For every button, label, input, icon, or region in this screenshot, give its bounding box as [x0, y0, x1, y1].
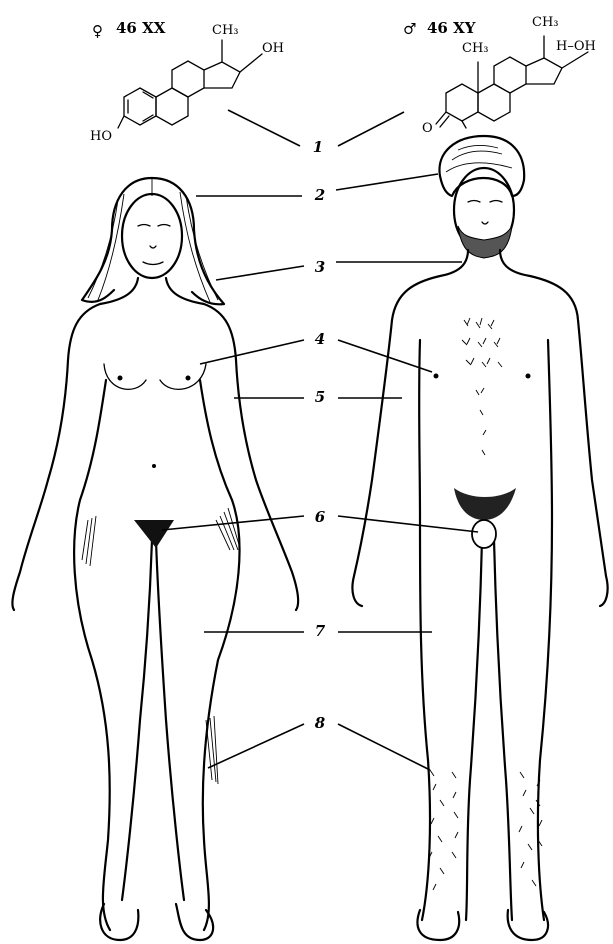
- female-figure: [12, 178, 298, 940]
- estradiol-structure: [118, 40, 262, 128]
- callout-1: 1: [228, 110, 404, 156]
- estradiol-methyl-label: CH₃: [212, 23, 239, 38]
- testosterone-hydroxyl-label: H–OH: [556, 39, 596, 54]
- callout-2: 2: [196, 174, 438, 204]
- female-body-outline: [12, 278, 298, 930]
- callout-1-number: 1: [313, 138, 323, 156]
- testosterone-methyl-top-label: CH₃: [532, 15, 559, 30]
- male-leg-hair: [429, 770, 542, 890]
- female-header: ♀ 46 XX: [92, 19, 166, 40]
- male-chest-hair: [462, 318, 502, 455]
- male-hair: [439, 136, 524, 196]
- callout-2-number: 2: [314, 186, 325, 204]
- callout-4-number: 4: [315, 330, 325, 348]
- male-header: ♂ 46 XY: [403, 19, 476, 38]
- estradiol-ho-label: HO: [90, 129, 112, 144]
- callout-5-number: 5: [315, 388, 325, 406]
- male-karyotype: 46 XY: [427, 19, 476, 37]
- male-symbol: ♂: [403, 20, 416, 38]
- callout-7-number: 7: [315, 622, 326, 640]
- female-karyotype: 46 XX: [116, 19, 166, 37]
- callout-3-number: 3: [315, 258, 325, 276]
- female-symbol: ♀: [92, 22, 103, 40]
- female-pubic-hair: [134, 520, 174, 548]
- testosterone-methyl-ring-label: CH₃: [462, 41, 489, 56]
- female-face: [122, 194, 182, 278]
- callout-8-number: 8: [315, 714, 326, 732]
- male-body-outline: [352, 250, 607, 920]
- male-beard: [458, 226, 512, 258]
- male-figure: [352, 136, 607, 940]
- male-pubic-hair: [454, 488, 516, 520]
- male-genitals: [472, 520, 496, 548]
- callout-6: 6: [162, 508, 478, 532]
- estradiol-oh-label: OH: [262, 41, 284, 56]
- callout-6-number: 6: [315, 508, 326, 526]
- testosterone-keto-label: O: [422, 121, 433, 136]
- callout-3: 3: [216, 258, 462, 280]
- callout-7: 7: [204, 622, 432, 640]
- callout-5: 5: [234, 388, 402, 406]
- callout-8: 8: [208, 714, 430, 770]
